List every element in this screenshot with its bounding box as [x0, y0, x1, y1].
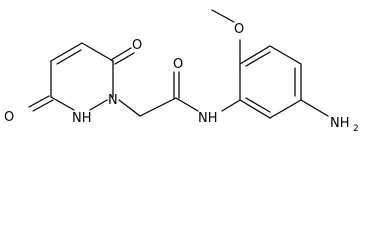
atom-label-nh2-subscript: 2: [353, 124, 359, 134]
bond-ring-nh2: [300, 99, 329, 117]
atom-label-o-ring-bottom: O: [4, 110, 14, 125]
bond-carbonyl-nh: [175, 97, 199, 112]
bond-b5-b6-inner: [245, 51, 271, 67]
bond-c3-o-b: [32, 99, 54, 112]
bond-c5-c4-double-outer: [50, 42, 83, 62]
bond-nh-aryl: [221, 99, 241, 112]
bond-c5-c4-double-inner: [56, 49, 82, 65]
ring-carbonyls: [28, 47, 135, 112]
bond-c3-o-a: [28, 95, 50, 108]
bond-b1-b2: [239, 99, 271, 119]
bond-c6-c5: [81, 42, 114, 62]
bond-c6-o-a: [110, 47, 132, 61]
substituents: [211, 9, 329, 117]
molecule-structure-diagram: O O NH N O NH O NH 2: [4, 9, 359, 134]
pyridazinedione-ring: [50, 42, 114, 111]
bond-b2-b3: [269, 99, 302, 119]
bond-n1-ch2: [118, 99, 141, 117]
bond-o-methyl: [211, 9, 235, 23]
atom-label-n-ring: N: [108, 93, 118, 108]
acetamide-linker: [118, 71, 241, 117]
benzene-ring: [239, 45, 302, 119]
bond-b1-b2-inner: [245, 97, 271, 113]
atom-label-nh-ring: NH: [72, 111, 92, 126]
bond-ch2-carbonyl: [139, 97, 177, 117]
atom-label-nh-amide: NH: [198, 111, 218, 126]
bond-n2-n1: [89, 99, 108, 111]
bond-b5-b6: [239, 45, 271, 65]
atom-label-o-methoxy: O: [234, 22, 244, 37]
atom-label-o-amide: O: [173, 57, 183, 72]
bond-b4-b5: [269, 45, 302, 65]
atom-label-o-ring-top: O: [132, 38, 142, 53]
atom-label-nh2-n: NH: [330, 116, 350, 131]
bond-c6-o-b: [114, 52, 135, 65]
bond-c3-n2: [50, 96, 75, 111]
